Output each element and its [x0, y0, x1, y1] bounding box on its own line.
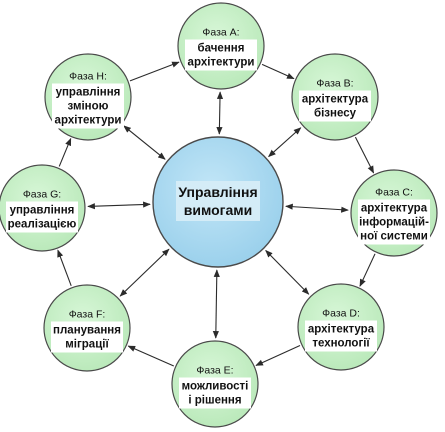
radial-arrow-b [268, 127, 302, 158]
cycle-arrow-f-g [57, 249, 72, 287]
phase-label-line: архітектура [308, 324, 375, 336]
phase-label-line: ної системи [360, 231, 428, 243]
center-label-line: вимогами [184, 202, 253, 218]
phase-title: Фаза Е: [196, 365, 233, 377]
center-node-requirements: Управління вимогами [152, 136, 284, 268]
phase-text-bg [179, 377, 251, 409]
phase-node-g: Фаза G: управління реалізацією [0, 164, 86, 252]
cycle-arrow-a-b [261, 63, 295, 80]
phase-title: Фаза В: [316, 78, 353, 90]
nodes-layer: Управління вимогами Фаза А: бачення архітект… [0, 2, 438, 428]
phase-label-line: архітектура [361, 203, 428, 215]
phase-label-line: бачення [198, 43, 245, 55]
phase-label-line: архітектури [55, 115, 122, 127]
phase-text-bg [52, 83, 124, 129]
phase-label-line: технології [312, 338, 370, 350]
phase-label-line: і рішення [188, 395, 241, 407]
phase-label-line: архітектура [302, 94, 369, 106]
cycle-arrow-d-e [255, 345, 301, 366]
phase-label-line: управління [56, 87, 121, 99]
phase-node-e: Фаза Е: можливості і рішення [171, 340, 259, 428]
phase-label-line: інформацій- [359, 217, 429, 229]
connectors-layer [57, 61, 376, 367]
cycle-arrow-g-h [58, 137, 72, 167]
radial-arrow-d [265, 249, 310, 295]
center-label-line: Управління [178, 184, 257, 200]
radial-arrow-f [119, 248, 170, 297]
phase-title: Фаза А: [202, 27, 239, 39]
phase-node-d: Фаза D: архітектура технології [297, 283, 385, 371]
phase-title: Фаза F: [69, 309, 106, 321]
phase-node-h: Фаза H: управління зміною архітектури [44, 53, 132, 141]
phase-label-line: архітектури [188, 57, 255, 69]
phase-title: Фаза D: [322, 308, 360, 320]
cycle-arrow-b-c [354, 136, 375, 174]
phase-label-line: управління [10, 205, 75, 217]
phase-text-bg [358, 199, 430, 245]
phase-node-b: Фаза В: архітектура бізнесу [291, 53, 379, 141]
phase-node-a: Фаза А: бачення архітектури [177, 2, 265, 90]
phase-text-bg [305, 320, 377, 352]
phase-title: Фаза С: [375, 187, 413, 199]
radial-arrow-c [285, 203, 349, 213]
phase-label-line: планування [53, 325, 121, 337]
phase-text-bg [299, 90, 371, 122]
center-text-bg [176, 181, 260, 221]
phase-title: Фаза H: [69, 71, 107, 83]
phase-text-bg [6, 201, 78, 233]
radial-arrow-h [123, 125, 166, 160]
phase-text-bg [51, 321, 123, 353]
phase-label-line: міграції [65, 339, 109, 351]
phase-label-line: можливості [182, 381, 249, 393]
cycle-arrow-h-a [129, 61, 180, 82]
phase-node-f: Фаза F: планування міграції [43, 284, 131, 372]
radial-arrow-e [212, 269, 220, 339]
cycle-arrow-c-d [359, 253, 376, 287]
phase-label-line: зміною [68, 101, 109, 113]
cycle-arrow-e-f [127, 345, 174, 367]
radial-arrow-a [216, 91, 224, 135]
radial-arrow-g [87, 201, 151, 210]
phase-label-line: бізнесу [314, 108, 357, 120]
phase-node-c: Фаза С: архітектура інформацій-ної системи [350, 169, 438, 257]
phase-title: Фаза G: [23, 189, 61, 201]
phase-text-bg [185, 39, 257, 71]
phase-label-line: реалізацією [8, 219, 77, 231]
